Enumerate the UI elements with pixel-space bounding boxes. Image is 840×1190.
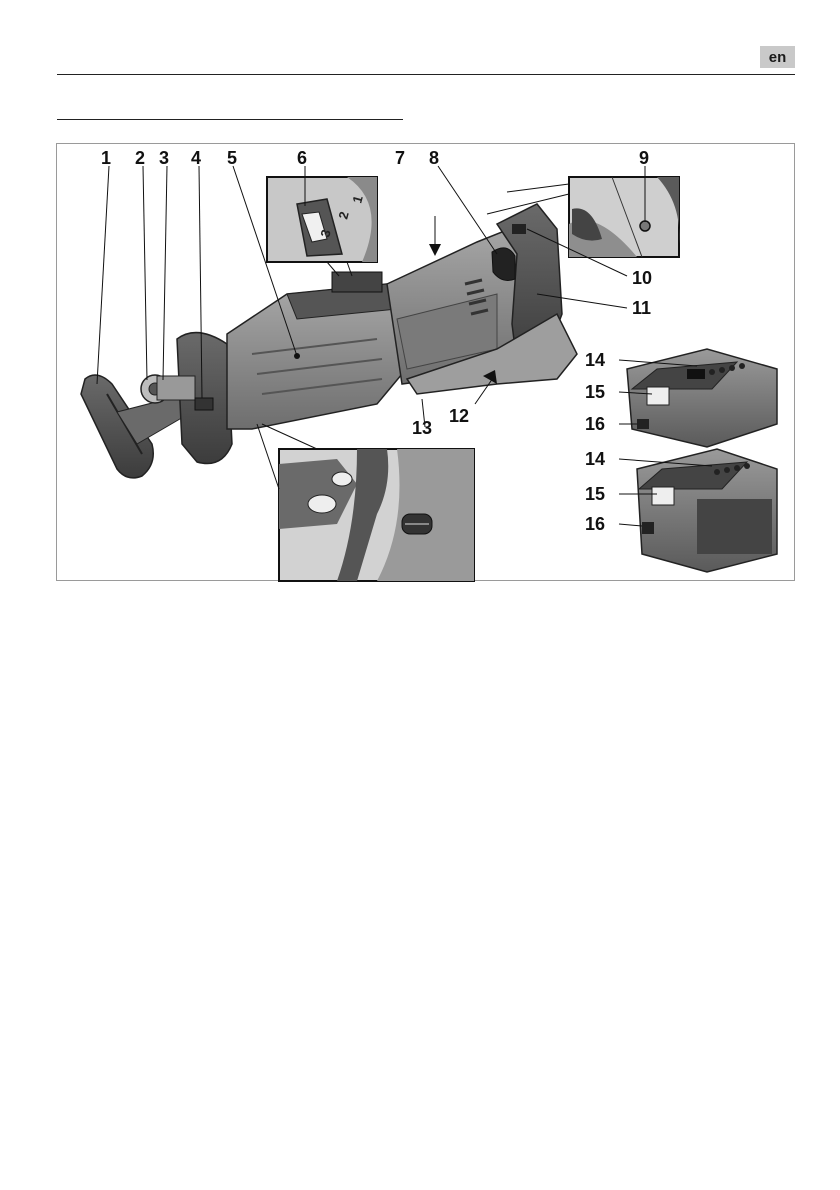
callout-6: 6 [297,148,307,168]
callout-13: 13 [412,418,432,438]
callout-15-small: 15 [585,382,605,402]
trigger [492,248,515,281]
header-divider [57,74,795,75]
callout-2: 2 [135,148,145,168]
lock-button [512,224,526,234]
callout-14-small: 14 [585,350,605,370]
language-badge: en [760,46,795,68]
callout-8: 8 [429,148,439,168]
callout-16-large: 16 [585,514,605,534]
callout-5: 5 [227,148,237,168]
arrow-7 [429,244,441,256]
battery-pack-large [637,449,777,572]
callout-16-small: 16 [585,414,605,434]
product-figure: 3 2 1 [56,143,795,581]
callout-9: 9 [639,148,649,168]
callout-11: 11 [632,298,651,318]
callout-10: 10 [632,268,652,288]
stroke-selector [332,272,382,292]
callout-15-large: 15 [585,484,605,504]
section-divider [57,119,403,120]
callout-7: 7 [395,148,405,168]
callout-12: 12 [449,406,469,426]
battery-pack-small [627,349,777,447]
callout-14-large: 14 [585,449,605,469]
reciprocating-saw-illustration: 3 2 1 [57,144,796,582]
shoe-lever [195,398,213,410]
callout-3: 3 [159,148,169,168]
callout-4: 4 [191,148,201,168]
callout-1: 1 [101,148,111,168]
